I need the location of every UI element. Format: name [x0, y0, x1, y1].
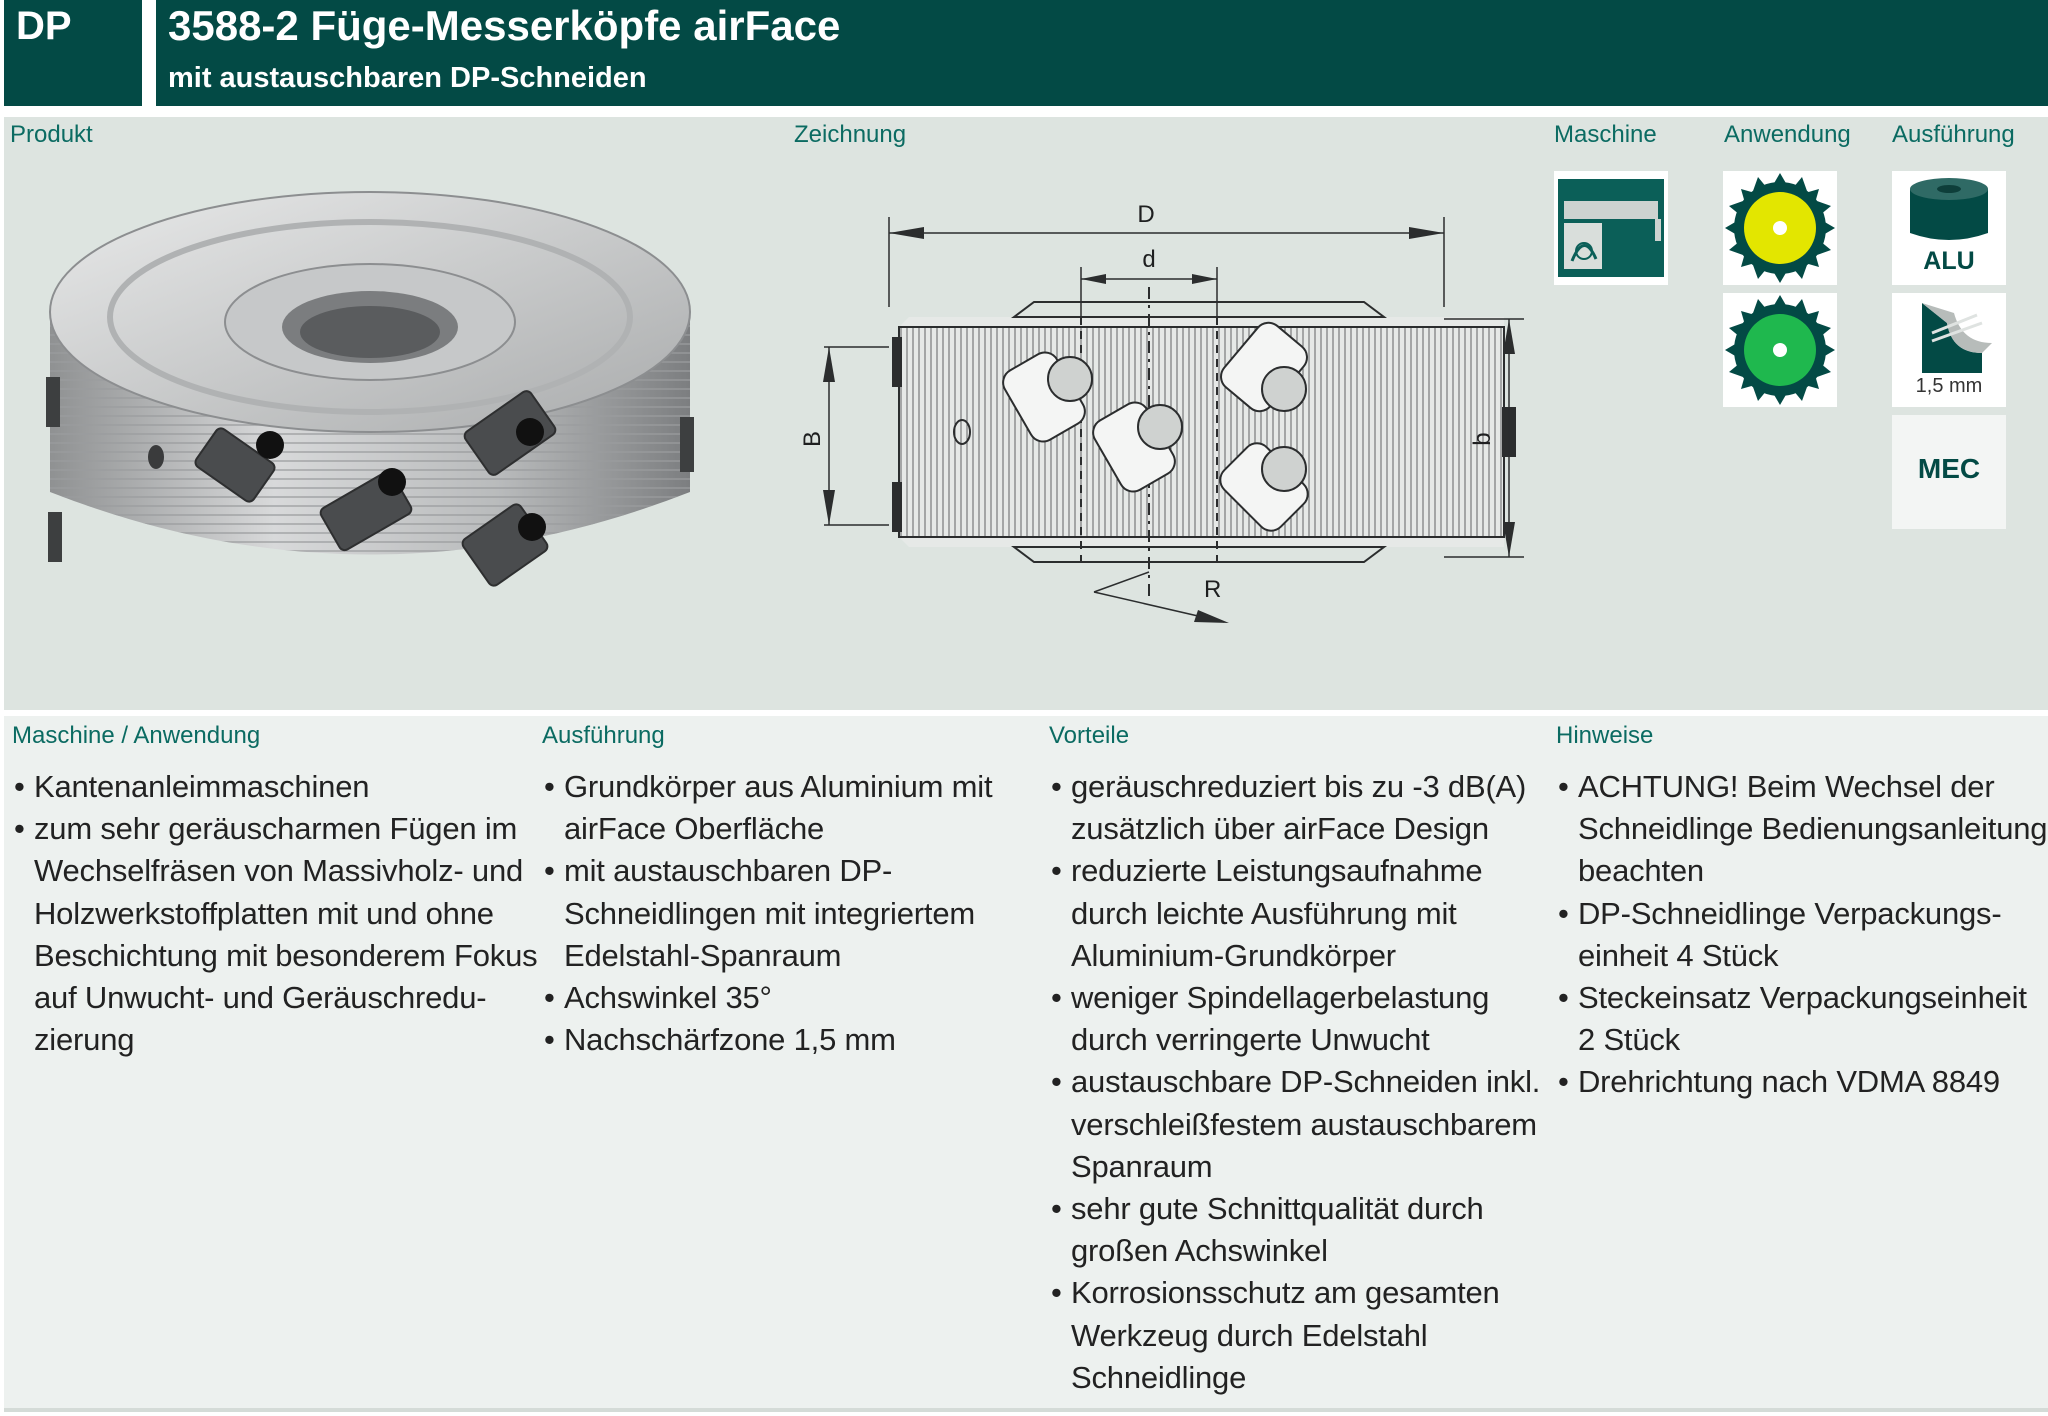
section-title-hinweise: Hinweise: [1556, 722, 1654, 749]
zeichnung-label: Zeichnung: [794, 121, 907, 148]
dim-d-label: d: [1142, 246, 1155, 273]
list-item: Achswinkel 35°: [542, 977, 992, 1019]
list-item-line: Drehrichtung nach VDMA 8849: [1578, 1064, 2000, 1100]
list-item-line: geräuschreduziert bis zu -3 dB(A): [1071, 769, 1527, 804]
list-item-line: austauschbare DP-Schneiden inkl.: [1071, 1064, 1541, 1100]
ausfuehrung-label: Ausführung: [1892, 121, 2015, 148]
dim-b-label: b: [1469, 432, 1496, 445]
saw-blade-green-icon: [1723, 293, 1837, 407]
list-item: Grundkörper aus Aluminium mit airFace Obe…: [542, 766, 993, 850]
list-item-line: Steckeinsatz Verpackungseinheit: [1578, 980, 2027, 1016]
product-panel: Produkt Zeichnung Maschine Anwendung Aus…: [4, 117, 2048, 817]
alu-icon: ALU: [1892, 171, 2006, 285]
list-item-line: sehr gute Schnittqualität durch: [1071, 1191, 1484, 1227]
list-item: austauschbare DP-Schneiden inkl. verschle…: [1049, 1061, 1540, 1188]
section-title-ausfuehrung: Ausführung: [542, 722, 665, 749]
list-item-line: großen Achswinkel: [1071, 1233, 1328, 1269]
resharpen-zone-label: 1,5 mm: [1915, 375, 1983, 397]
list-item-line: reduzierte Leistungsaufnahme: [1071, 853, 1483, 889]
mec-label: MEC: [1917, 453, 1981, 484]
list-item-line: durch verringerte Unwucht: [1071, 1022, 1430, 1058]
info-area: Maschine / Anwendung Kantenanleimmaschin…: [4, 716, 2048, 1408]
list-item-line: Schneidlinge: [1071, 1359, 1247, 1395]
technical-drawing: D d B b R: [799, 201, 1524, 623]
list-item-line: zierung: [34, 1022, 135, 1058]
list-item-line: Holzwerkstoffplatten mit und ohne: [34, 895, 494, 931]
list-item-line: Werkzeug durch Edelstahl: [1071, 1317, 1428, 1353]
dim-B-label: B: [799, 431, 826, 447]
list-item-line: Beschichtung mit besonderem Fokus: [34, 937, 538, 973]
list-item-line: durch leichte Ausführung mit: [1071, 895, 1457, 931]
list-vorteile: geräuschreduziert bis zu -3 dB(A) zusätzl…: [1049, 766, 1540, 1399]
machine-icon: [1554, 171, 1668, 285]
list-item-line: zum sehr geräuscharmen Fügen im: [34, 811, 518, 847]
list-item-line: ACHTUNG! Beim Wechsel der: [1578, 769, 1995, 804]
list-item-line: verschleißfestem austauschbarem: [1071, 1106, 1537, 1142]
page-subtitle: mit austauschbaren DP-Schneiden: [168, 62, 647, 94]
anwendung-label: Anwendung: [1724, 121, 1851, 148]
list-item: reduzierte Leistungsaufnahme durch leicht…: [1049, 850, 1540, 977]
page-title: 3588-2 Füge-Messerköpfe airFace: [168, 2, 841, 49]
mec-icon: MEC: [1892, 415, 2006, 529]
list-item: mit austauschbaren DP- Schneidlingen mit …: [542, 850, 992, 977]
list-item-line: Aluminium-Grundkörper: [1071, 937, 1396, 973]
list-item-line: Kantenanleimmaschinen: [34, 769, 370, 804]
list-item-line: Schneidlinge Bedienungsanleitung: [1578, 811, 2048, 847]
list-item: sehr gute Schnittqualität durch großen Ac…: [1049, 1188, 1540, 1272]
list-item: geräuschreduziert bis zu -3 dB(A) zusätzl…: [1049, 766, 1540, 850]
list-maschine: Kantenanleimmaschinen zum sehr geräuschar…: [12, 766, 538, 1061]
list-item-line: DP-Schneidlinge Verpackungs-: [1578, 895, 2002, 931]
list-item: Nachschärfzone 1,5 mm: [542, 1019, 992, 1061]
list-item-line: Korrosionsschutz am gesamten: [1071, 1275, 1500, 1311]
alu-label: ALU: [1923, 247, 1975, 275]
dim-R-label: R: [1204, 576, 1221, 603]
list-item: weniger Spindellagerbelastung durch verri…: [1049, 977, 1540, 1061]
section-title-vorteile: Vorteile: [1049, 722, 1130, 749]
list-item: DP-Schneidlinge Verpackungs-einheit 4 St…: [1556, 893, 2047, 977]
bottom-divider: [4, 1408, 2048, 1412]
header-badge: DP: [16, 4, 72, 48]
list-item-line: Achswinkel 35°: [564, 980, 772, 1016]
list-ausfuehrung: Grundkörper aus Aluminium mit airFace Obe…: [542, 766, 993, 1062]
list-item-line: airFace Oberfläche: [564, 811, 825, 847]
list-item: Drehrichtung nach VDMA 8849: [1556, 1061, 2047, 1103]
list-item-line: zusätzlich über airFace Design: [1071, 811, 1489, 847]
list-item-line: Wechselfräsen von Massivholz- und: [34, 853, 524, 889]
section-title-maschine: Maschine / Anwendung: [12, 722, 261, 749]
list-item-line: Schneidlingen mit integriertem: [564, 895, 975, 931]
list-item: Steckeinsatz Verpackungseinheit 2 Stück: [1556, 977, 2047, 1061]
saw-blade-yellow-icon: [1723, 171, 1837, 285]
list-item-line: mit austauschbaren DP-: [564, 853, 893, 889]
list-item: zum sehr geräuscharmen Fügen im Wechselfr…: [12, 808, 538, 1061]
header-badge-box: DP: [4, 0, 142, 106]
list-item: Kantenanleimmaschinen: [12, 766, 537, 808]
product-image: [46, 191, 694, 587]
list-item-line: beachten: [1578, 853, 1704, 889]
list-item-line: Grundkörper aus Aluminium mit: [564, 769, 993, 804]
list-item-line: einheit 4 Stück: [1578, 937, 1779, 973]
maschine-label: Maschine: [1554, 121, 1657, 148]
produkt-label: Produkt: [10, 121, 93, 148]
dim-D-label: D: [1137, 201, 1154, 228]
list-item-line: auf Unwucht- und Geräuschredu-: [34, 980, 487, 1016]
header-title-box: 3588-2 Füge-Messerköpfe airFace mit aust…: [156, 0, 2048, 106]
list-item-line: 2 Stück: [1578, 1022, 1680, 1058]
list-item-line: Spanraum: [1071, 1148, 1213, 1184]
resharpen-zone-icon: 1,5 mm: [1892, 293, 2006, 407]
list-item-line: weniger Spindellagerbelastung: [1071, 980, 1490, 1016]
list-item-line: Nachschärfzone 1,5 mm: [564, 1022, 896, 1058]
list-item-line: Edelstahl-Spanraum: [564, 937, 842, 973]
